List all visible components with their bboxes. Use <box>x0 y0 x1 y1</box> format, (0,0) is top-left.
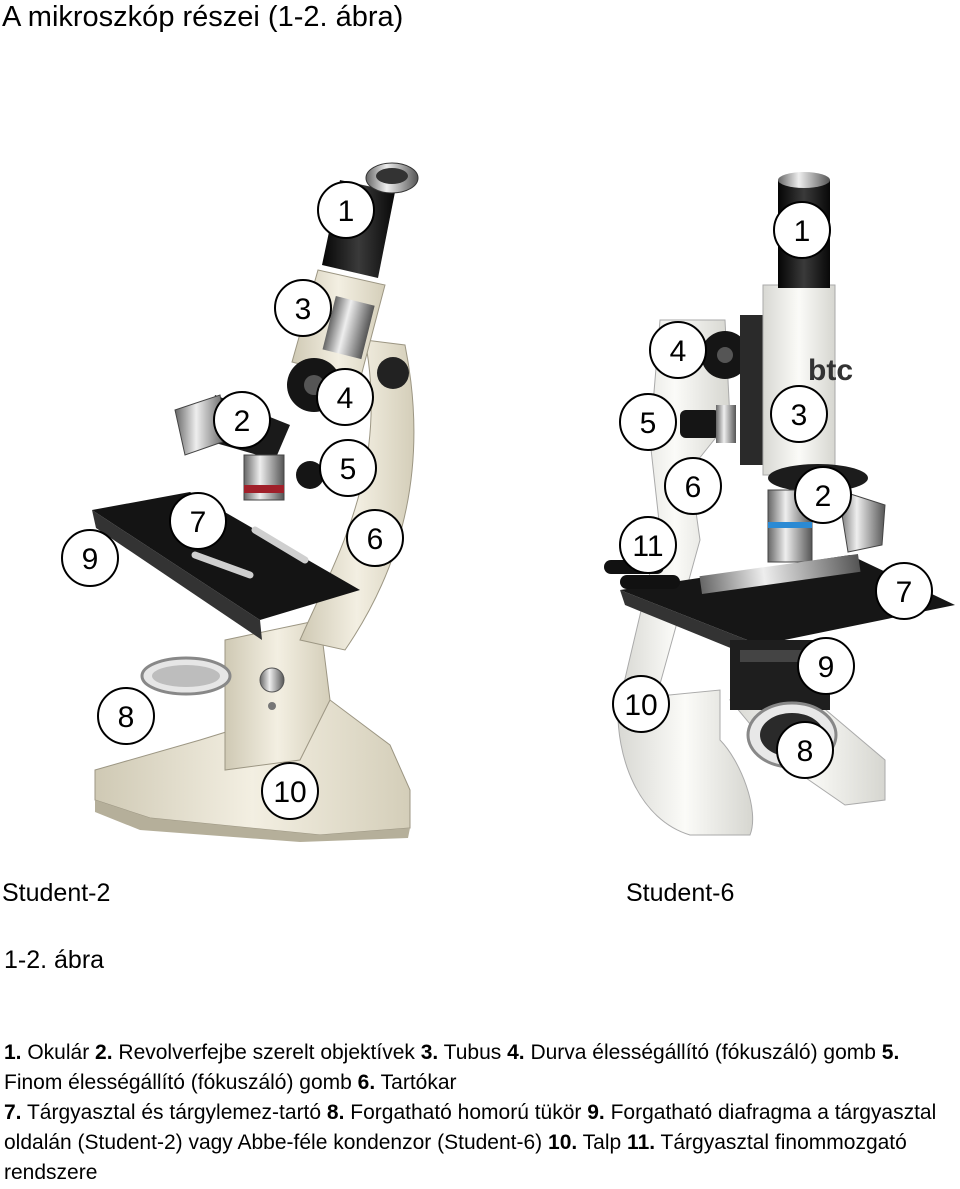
callout-2-left: 2 <box>214 392 270 448</box>
legend-item-3: 3. Tubus <box>421 1041 507 1064</box>
svg-text:2: 2 <box>815 480 832 513</box>
legend-item-8: 8. Forgatható homorú tükör <box>327 1101 587 1124</box>
callout-7-left: 7 <box>170 493 226 549</box>
page-title: A mikroszkóp részei (1-2. ábra) <box>2 0 403 34</box>
callout-4-right: 4 <box>650 322 706 378</box>
model-label-left: Student-2 <box>2 878 110 908</box>
callout-4-left: 4 <box>317 369 373 425</box>
brand-logo: btc <box>808 354 853 387</box>
callout-5-right: 5 <box>620 394 676 450</box>
legend-item-10: 10. Talp <box>548 1131 627 1154</box>
callout-6-left: 6 <box>347 510 403 566</box>
figure-caption: 1-2. ábra <box>4 945 104 975</box>
callout-1-right: 1 <box>774 202 830 258</box>
callout-8-right: 8 <box>777 722 833 778</box>
callout-6-right: 6 <box>665 458 721 514</box>
svg-text:5: 5 <box>340 453 357 486</box>
callout-10-left: 10 <box>262 763 318 819</box>
callout-1-left: 1 <box>318 182 374 238</box>
svg-text:8: 8 <box>118 701 135 734</box>
svg-text:6: 6 <box>685 471 702 504</box>
legend-item-4: 4. Durva élességállító (fókuszáló) gomb <box>507 1041 882 1064</box>
microscope-figure: btc 1 3 2 4 5 7 6 9 8 10 1 4 <box>0 60 960 860</box>
callout-3-left: 3 <box>275 280 331 336</box>
svg-text:3: 3 <box>295 293 312 326</box>
legend-item-7: 7. Tárgyasztal és tárgylemez-tartó <box>4 1101 327 1124</box>
callout-8-left: 8 <box>98 688 154 744</box>
svg-text:4: 4 <box>670 335 687 368</box>
callout-5-left: 5 <box>320 440 376 496</box>
svg-text:9: 9 <box>82 543 99 576</box>
svg-text:5: 5 <box>640 407 657 440</box>
callout-9-right: 9 <box>798 638 854 694</box>
model-label-right: Student-6 <box>626 878 734 908</box>
callout-11-right: 11 <box>620 517 676 573</box>
svg-text:6: 6 <box>367 523 384 556</box>
svg-text:9: 9 <box>818 651 835 684</box>
callout-2-right: 2 <box>795 467 851 523</box>
microscope-student-6: btc <box>604 172 955 835</box>
callout-7-right: 7 <box>876 563 932 619</box>
legend-item-2: 2. Revolverfejbe szerelt objektívek <box>95 1041 421 1064</box>
svg-text:1: 1 <box>338 195 355 228</box>
callout-10-right: 10 <box>613 676 669 732</box>
svg-text:11: 11 <box>632 530 663 563</box>
svg-text:8: 8 <box>797 735 814 768</box>
parts-legend: 1. Okulár 2. Revolverfejbe szerelt objek… <box>4 1038 960 1188</box>
legend-item-6: 6. Tartókar <box>358 1071 457 1094</box>
svg-text:1: 1 <box>794 215 811 248</box>
svg-text:2: 2 <box>234 405 251 438</box>
svg-text:10: 10 <box>624 689 657 722</box>
callout-3-right: 3 <box>771 386 827 442</box>
callout-9-left: 9 <box>62 530 118 586</box>
svg-text:10: 10 <box>273 776 306 809</box>
svg-text:7: 7 <box>896 576 913 609</box>
svg-text:4: 4 <box>337 382 354 415</box>
svg-text:7: 7 <box>190 506 207 539</box>
legend-item-1: 1. Okulár <box>4 1041 95 1064</box>
svg-text:3: 3 <box>791 399 808 432</box>
